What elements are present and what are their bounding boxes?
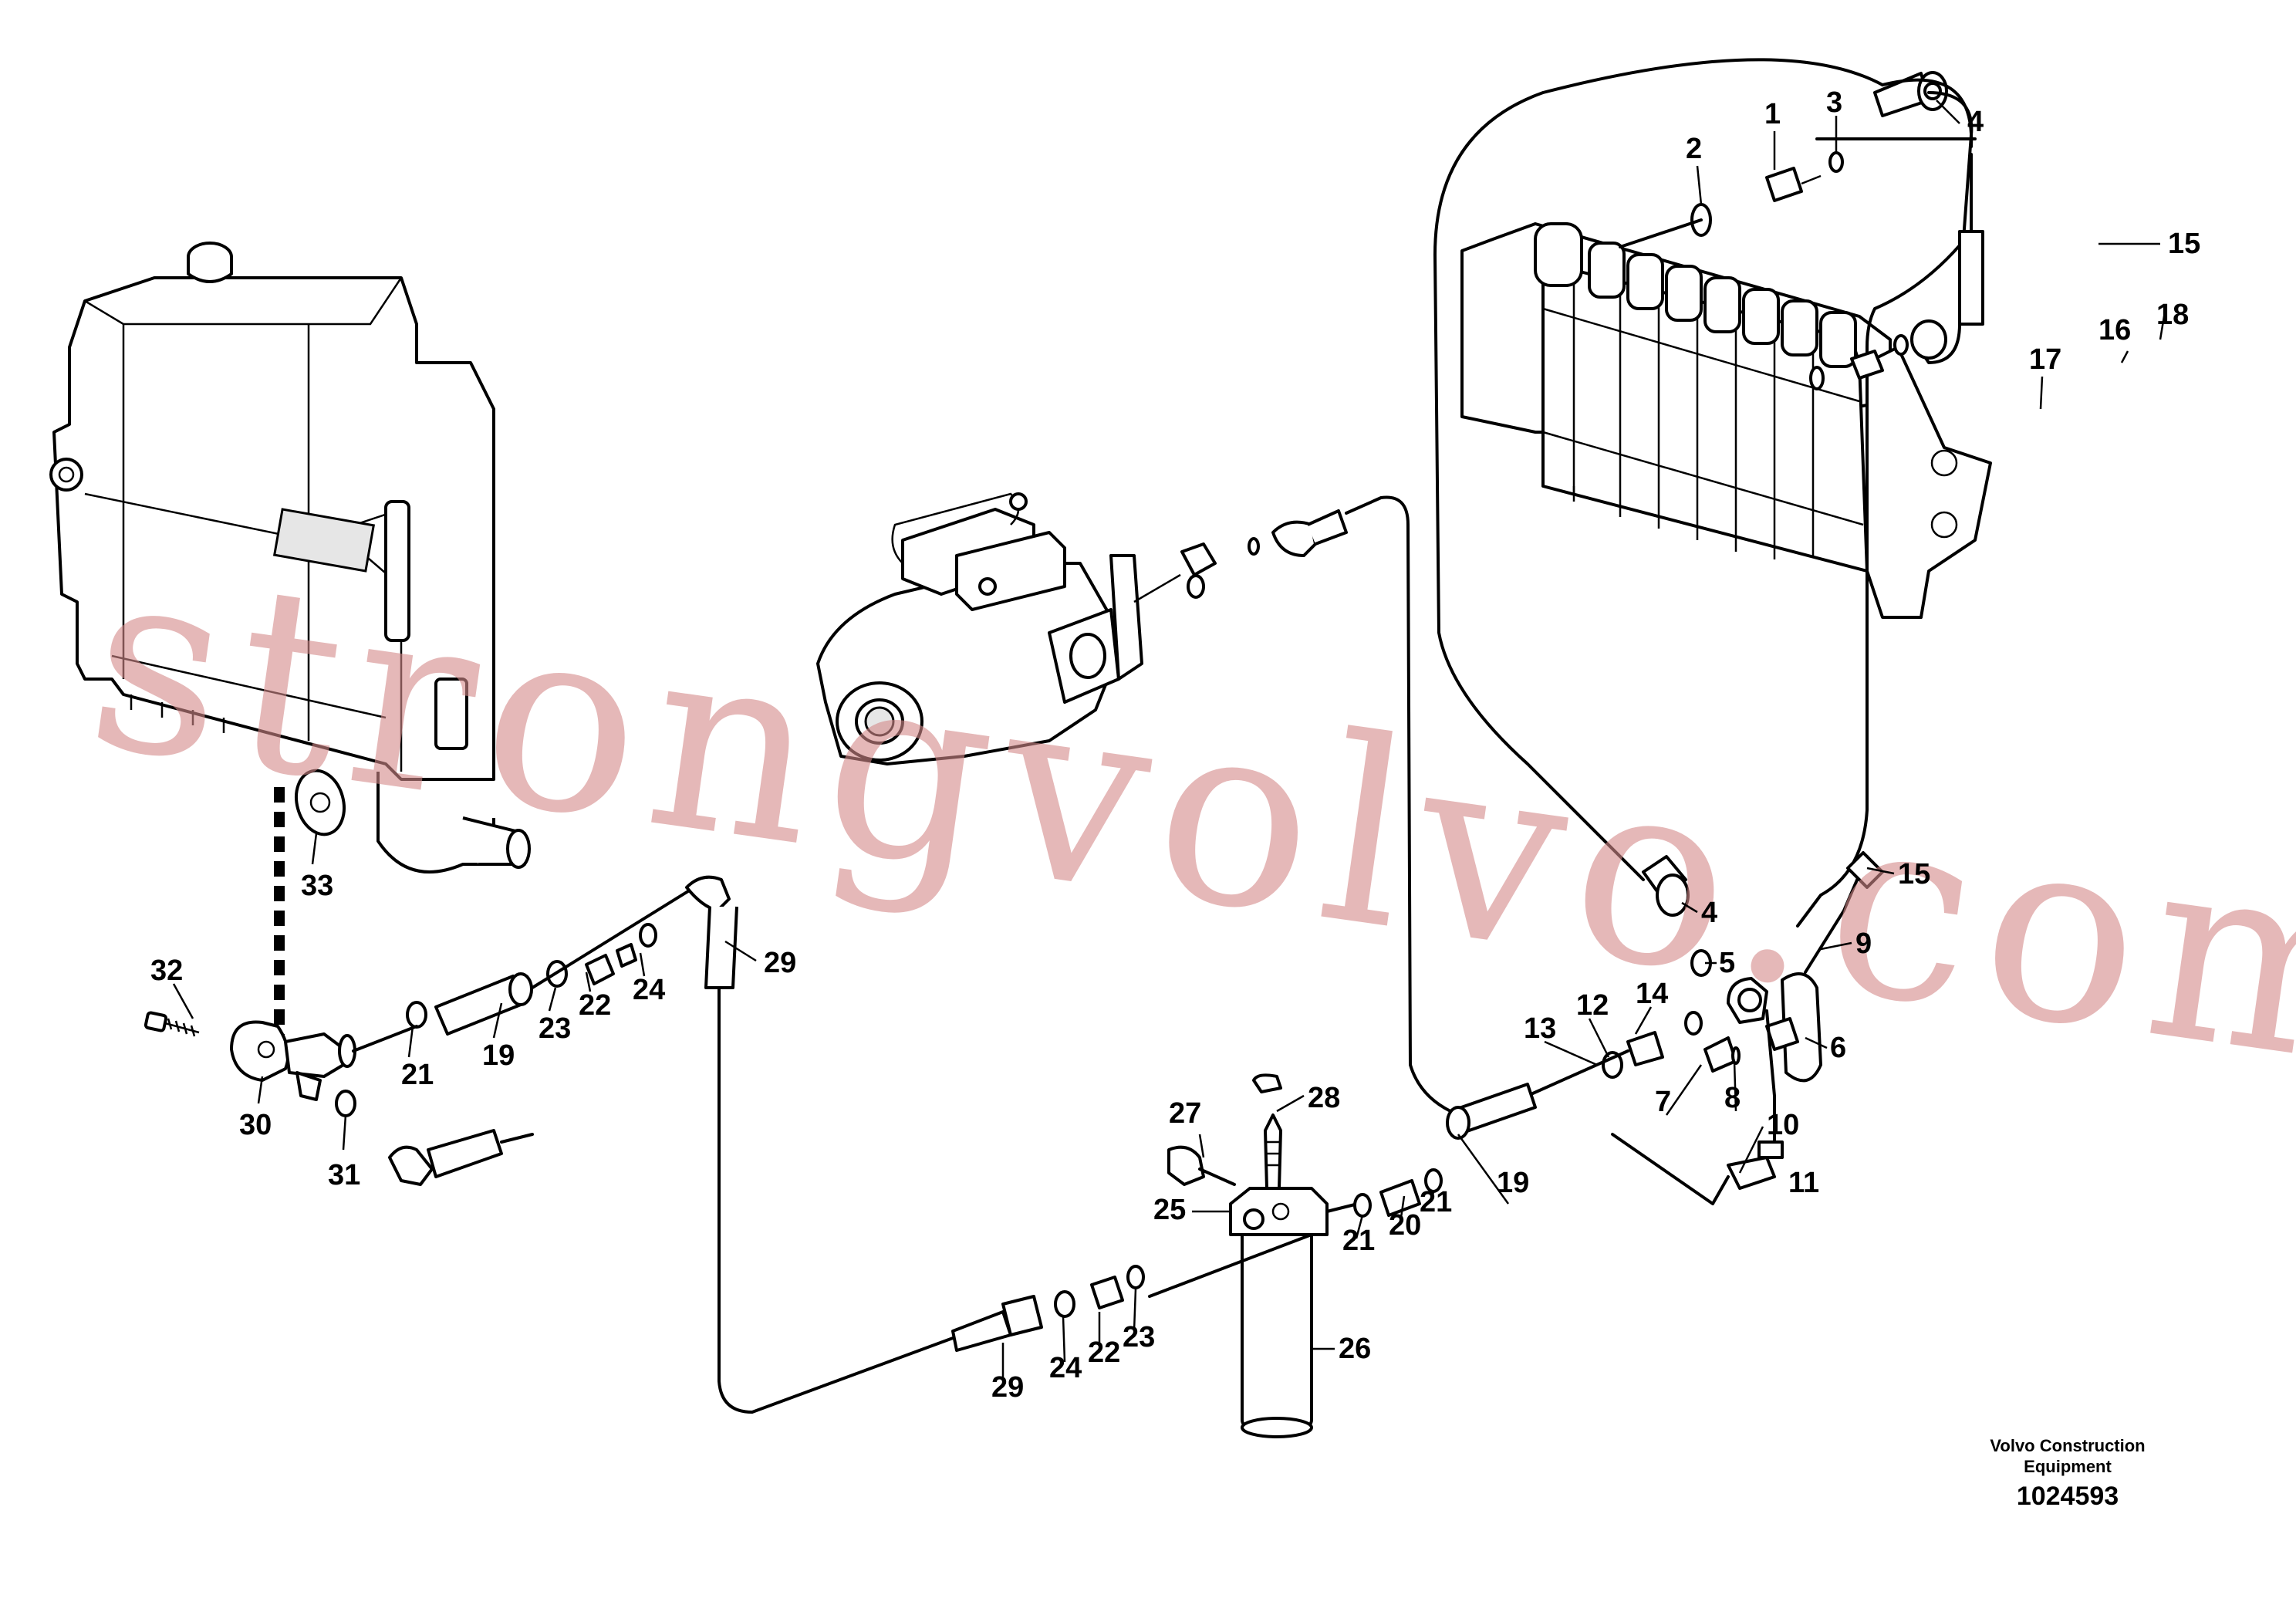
callout-label: 5	[1719, 947, 1735, 979]
callout-label: 10	[1767, 1109, 1799, 1141]
callout-labels: 1 3 4 2 15 16 18 17 33 32 30 31 21 19 23…	[150, 86, 2200, 1404]
watermark: strongvolvo.com	[75, 509, 2296, 1127]
callout-label: 8	[1724, 1082, 1741, 1114]
hydraulic-tank	[49, 242, 531, 874]
return-filter	[951, 1073, 1443, 1438]
callout-label: 15	[2168, 228, 2200, 260]
hydraulic-pump	[816, 492, 1452, 1113]
callout-label: 25	[1153, 1194, 1186, 1226]
callout-label: 16	[2098, 314, 2131, 346]
callout-label: 22	[1088, 1336, 1120, 1369]
callout-label: 23	[539, 1012, 571, 1045]
manifold-fittings	[1446, 851, 1884, 1205]
callout-label: 3	[1826, 86, 1842, 119]
callout-label: 24	[1049, 1352, 1082, 1384]
callout-label: 23	[1123, 1321, 1155, 1353]
company-name: Volvo Construction Equipment	[1913, 1435, 2222, 1477]
callout-label: 33	[301, 870, 333, 902]
company-name-line2: Equipment	[2024, 1457, 2112, 1476]
callout-label: 28	[1308, 1082, 1340, 1114]
callout-label: 13	[1524, 1012, 1556, 1045]
pump-pressure-line	[352, 875, 1004, 1414]
callout-label: 1	[1764, 98, 1781, 130]
valve-solenoids	[1534, 222, 1857, 368]
suction-flange	[230, 769, 356, 1101]
callout-label: 26	[1339, 1333, 1371, 1365]
callout-label: 14	[1636, 978, 1668, 1010]
callout-label: 6	[1830, 1032, 1846, 1064]
screw	[144, 1011, 200, 1037]
callout-label: 32	[150, 955, 183, 987]
callout-label: 12	[1576, 989, 1609, 1022]
callout-label: 4	[1701, 897, 1717, 929]
callout-label: 27	[1169, 1097, 1201, 1130]
callout-label: 17	[2029, 343, 2061, 376]
callout-label: 20	[1389, 1209, 1421, 1242]
callout-label: 22	[579, 989, 611, 1022]
callout-label: 18	[2156, 299, 2189, 331]
hose-31	[335, 1090, 534, 1186]
callout-label: 29	[991, 1371, 1024, 1404]
callout-label: 24	[633, 974, 665, 1006]
callout-label: 11	[1788, 1167, 1819, 1199]
callout-label: 9	[1855, 928, 1872, 960]
callout-label: 29	[764, 947, 796, 979]
callout-label: 21	[401, 1059, 434, 1091]
callout-label: 31	[328, 1159, 360, 1191]
callout-label: 21	[1420, 1186, 1452, 1218]
callout-leaders	[172, 100, 2166, 1381]
drawing-number: 1024593	[2016, 1482, 2119, 1511]
callout-label: 7	[1655, 1086, 1671, 1118]
callout-label: 15	[1898, 858, 1930, 890]
callout-label: 4	[1967, 106, 1984, 138]
callout-label: 2	[1686, 133, 1702, 165]
control-valve	[1460, 222, 1992, 619]
callout-label: 19	[482, 1039, 515, 1072]
callout-label: 30	[239, 1109, 272, 1141]
company-name-line1: Volvo Construction	[1990, 1436, 2146, 1455]
